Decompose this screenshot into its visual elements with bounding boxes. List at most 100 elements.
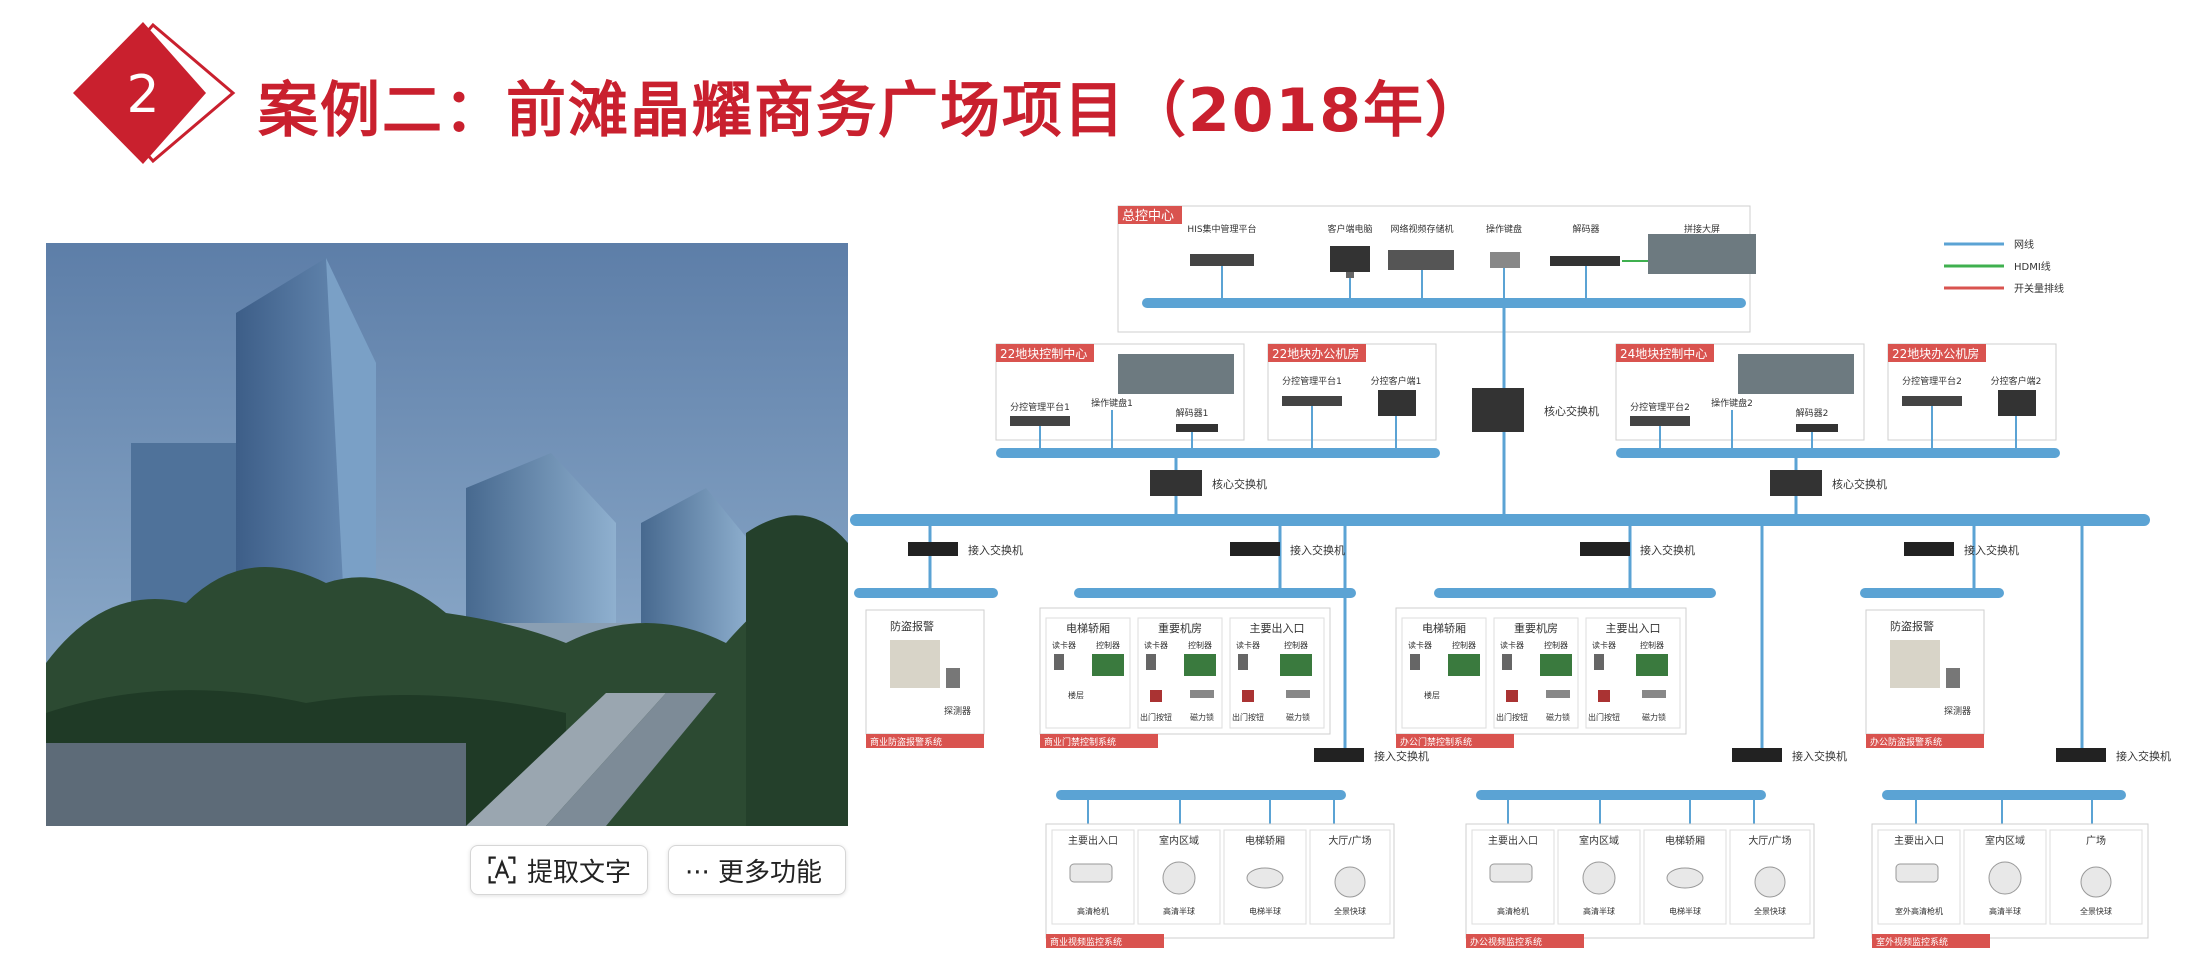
security-system-diagram: 总控中心 HIS集中管理平台 客户端电脑 网络视频存储机 操作键盘 解码器 拼接…	[850, 205, 2171, 948]
alarm-panel-icon	[890, 640, 940, 688]
legend-label: 开关量排线	[2014, 282, 2064, 295]
access-switch-icon	[1904, 542, 1954, 556]
controller-board-icon	[1092, 654, 1124, 676]
room-title: 22地块控制中心	[1000, 346, 1087, 361]
elevator-camera-icon	[1666, 867, 1704, 889]
controller-label: 控制器	[1096, 640, 1120, 650]
video-wall-icon	[1738, 354, 1854, 394]
group-cell-title: 主要出入口	[1068, 834, 1118, 847]
device-label: 客户端电脑	[1327, 223, 1372, 235]
room-title: 24地块控制中心	[1620, 346, 1707, 361]
group-cell-title: 大厅/广场	[1748, 834, 1791, 847]
device-label: 网络视频存储机	[1390, 223, 1453, 235]
group-cell-title: 室内区域	[1985, 834, 2025, 847]
legend-label: 网线	[2014, 238, 2034, 251]
bus-line	[1056, 790, 1346, 800]
group-cell-title: 主要出入口	[1606, 621, 1661, 635]
controller-board-icon	[1540, 654, 1572, 676]
access-switch-label: 接入交换机	[1640, 543, 1695, 557]
reader-label: 读卡器	[1592, 640, 1616, 650]
group-cell-title: 大厅/广场	[1328, 834, 1371, 847]
room-title: 22地块办公机房	[1272, 346, 1359, 361]
video-cell	[1471, 829, 1555, 925]
group-cell-sub: 探测器	[944, 705, 971, 717]
group-cell-title: 电梯轿厢	[1066, 621, 1110, 635]
badge-number: 2	[126, 65, 159, 125]
reader-label: 读卡器	[1500, 640, 1524, 650]
server-icon	[1010, 416, 1070, 426]
core-switch-label: 核心交换机	[1544, 404, 1599, 418]
alarm-panel-icon	[1890, 640, 1940, 688]
room-title: 22地块办公机房	[1892, 346, 1979, 361]
text-scan-icon	[488, 856, 516, 884]
monitor-icon	[1998, 390, 2036, 416]
group-cell-title: 主要出入口	[1250, 621, 1305, 635]
bullet-camera-icon	[1895, 863, 1939, 883]
extract-text-button[interactable]: 提取文字	[470, 845, 648, 895]
group-cell-sub: 高清半球	[1989, 906, 2021, 916]
bus-line	[1616, 448, 2060, 458]
video-wall-icon	[1648, 234, 1756, 274]
controller-label: 控制器	[1188, 640, 1212, 650]
device-label: 分控管理平台1	[1282, 375, 1342, 387]
bus-line	[854, 588, 998, 598]
monitor-icon	[1378, 390, 1416, 416]
video-wall-icon	[1118, 354, 1234, 394]
reader-label: 读卡器	[1408, 640, 1432, 650]
controller-label: 控制器	[1640, 640, 1664, 650]
bus-line	[1860, 588, 2004, 598]
group-cell-title: 主要出入口	[1488, 834, 1538, 847]
group-cell-title: 防盗报警	[1890, 619, 1934, 633]
controller-board-icon	[1280, 654, 1312, 676]
dome-camera-icon	[1582, 861, 1616, 895]
more-features-label: ··· 更多功能	[685, 857, 823, 888]
dome-camera-icon	[1162, 861, 1196, 895]
device-label: 拼接大屏	[1684, 223, 1720, 235]
core-switch-label: 核心交换机	[1832, 477, 1887, 491]
speed-dome-icon	[2080, 866, 2112, 898]
bus-line	[1434, 588, 1716, 598]
access-switch-icon	[1732, 748, 1782, 762]
exit-button-label: 出门按钮	[1140, 712, 1172, 722]
core-switch-label: 核心交换机	[1212, 477, 1267, 491]
reader-label: 读卡器	[1236, 640, 1260, 650]
group-cell-sub: 探测器	[1944, 705, 1971, 717]
group-cell-title: 电梯轿厢	[1665, 834, 1705, 847]
access-switch-icon	[1580, 542, 1630, 556]
group-cell-sub: 高清枪机	[1077, 906, 1109, 916]
bus-line	[1882, 790, 2126, 800]
group-cell-title: 电梯轿厢	[1245, 834, 1285, 847]
more-features-button[interactable]: ··· 更多功能	[668, 845, 846, 895]
group-cell-title: 室内区域	[1579, 834, 1619, 847]
group-cell-title: 主要出入口	[1894, 834, 1944, 847]
device-label: 分控客户端2	[1991, 375, 2042, 387]
keyboard-icon	[1490, 252, 1520, 268]
group-cell-title: 广场	[2086, 834, 2106, 847]
building-photo	[46, 243, 848, 826]
device-label: 分控管理平台2	[1902, 375, 1962, 387]
device-label: 解码器2	[1796, 407, 1829, 419]
group-cell-sub: 高清半球	[1583, 906, 1615, 916]
page-title: 案例二：前滩晶耀商务广场项目（2018年）	[258, 76, 1487, 146]
elevator-camera-icon	[1246, 867, 1284, 889]
device-label: 分控客户端1	[1371, 375, 1422, 387]
floor-label: 楼层	[1424, 690, 1440, 700]
group-cell-sub: 高清枪机	[1497, 906, 1529, 916]
group-cell-sub: 全景快球	[1334, 906, 1366, 916]
access-switch-icon	[1230, 542, 1280, 556]
group-cell-title: 重要机房	[1514, 621, 1558, 635]
main-bus-line	[850, 514, 2150, 526]
controller-board-icon	[1636, 654, 1668, 676]
server-icon	[1630, 416, 1690, 426]
group-caption: 办公视频监控系统	[1470, 936, 1542, 948]
bullet-camera-icon	[1069, 863, 1113, 883]
nvr-icon	[1388, 250, 1454, 270]
controller-label: 控制器	[1544, 640, 1568, 650]
device-label: 分控管理平台2	[1630, 401, 1690, 413]
device-label: 解码器	[1572, 223, 1599, 235]
reader-label: 读卡器	[1144, 640, 1168, 650]
lock-label: 磁力锁	[1642, 712, 1666, 722]
decoder-icon	[1550, 256, 1620, 266]
server-icon	[1190, 254, 1254, 266]
access-switch-icon	[1314, 748, 1364, 762]
